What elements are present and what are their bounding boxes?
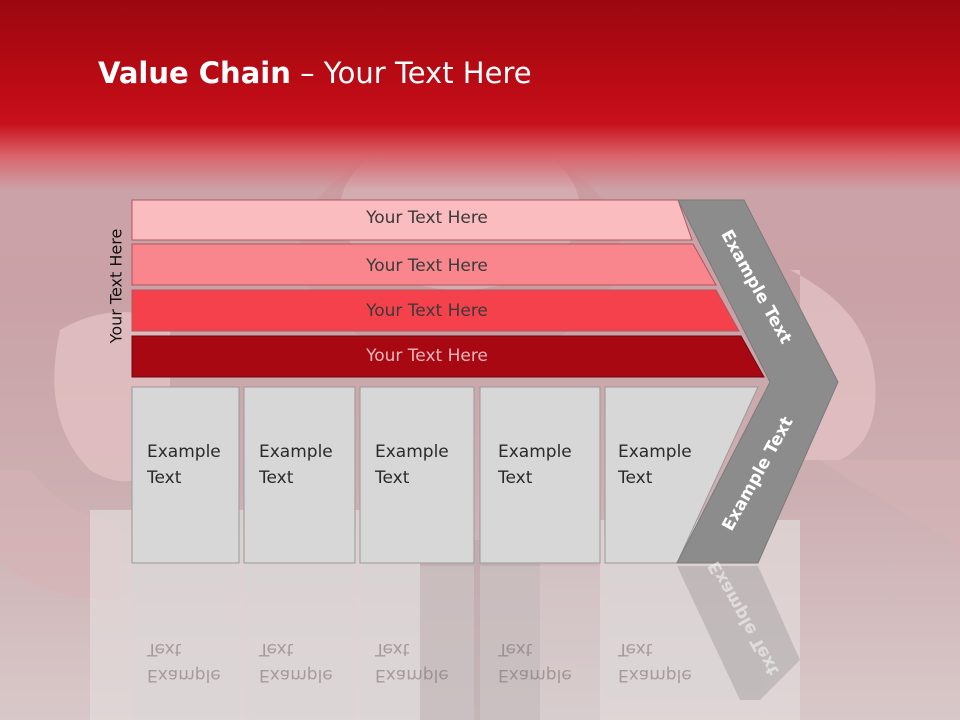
row-label-4: Your Text Here: [366, 346, 488, 366]
box-text-4-line2: Text: [498, 468, 533, 488]
margin-arrow: [676, 199, 839, 564]
primary-box-4: [479, 386, 601, 564]
header-bar: [0, 0, 960, 190]
box-reflection-3-line2: Text: [375, 639, 410, 659]
box-reflection-3-line1: Example: [375, 665, 449, 685]
primary-box-1: [131, 386, 240, 564]
row-label-2: Your Text Here: [366, 256, 488, 276]
box-text-3-line2: Text: [375, 468, 410, 488]
support-row-4: [131, 335, 765, 378]
row-label-1: Your Text Here: [366, 208, 488, 228]
box-reflection-5-line1: Example: [618, 665, 692, 685]
box-text-4-line1: Example: [498, 442, 572, 462]
box-reflection-5: Example Text: [618, 636, 713, 688]
box-reflection-2-line1: Example: [259, 665, 333, 685]
box-reflection-2-line2: Text: [259, 639, 294, 659]
vertical-side-label: Your Text Here: [106, 228, 126, 344]
box-reflection-1: Example Text: [147, 636, 242, 688]
slide-title: Value Chain – Your Text Here: [98, 56, 532, 90]
box-text-5-line1: Example: [618, 442, 692, 462]
row-label-3: Your Text Here: [366, 301, 488, 321]
box-reflection-4-line1: Example: [498, 665, 572, 685]
box-reflection-5-line2: Text: [618, 639, 653, 659]
box-text-3-line1: Example: [375, 442, 449, 462]
support-row-2: [131, 243, 717, 286]
box-reflection-3: Example Text: [375, 636, 470, 688]
box-reflection-1-line2: Text: [147, 639, 182, 659]
title-rest: – Your Text Here: [290, 56, 532, 90]
box-text-1-line2: Text: [147, 468, 182, 488]
support-row-3: [131, 289, 740, 332]
diagram-reflection: [132, 566, 800, 720]
box-reflection-4-line2: Text: [498, 639, 533, 659]
primary-box-3: [359, 386, 475, 564]
box-text-5-line2: Text: [618, 468, 653, 488]
support-row-1: [131, 199, 693, 241]
box-text-2-line1: Example: [259, 442, 333, 462]
box-reflection-1-line1: Example: [147, 665, 221, 685]
box-text-1-line1: Example: [147, 442, 221, 462]
primary-box-2: [243, 386, 356, 564]
box-text-2-line2: Text: [259, 468, 294, 488]
title-bold: Value Chain: [98, 56, 291, 90]
box-reflection-4: Example Text: [498, 636, 593, 688]
box-reflection-2: Example Text: [259, 636, 354, 688]
